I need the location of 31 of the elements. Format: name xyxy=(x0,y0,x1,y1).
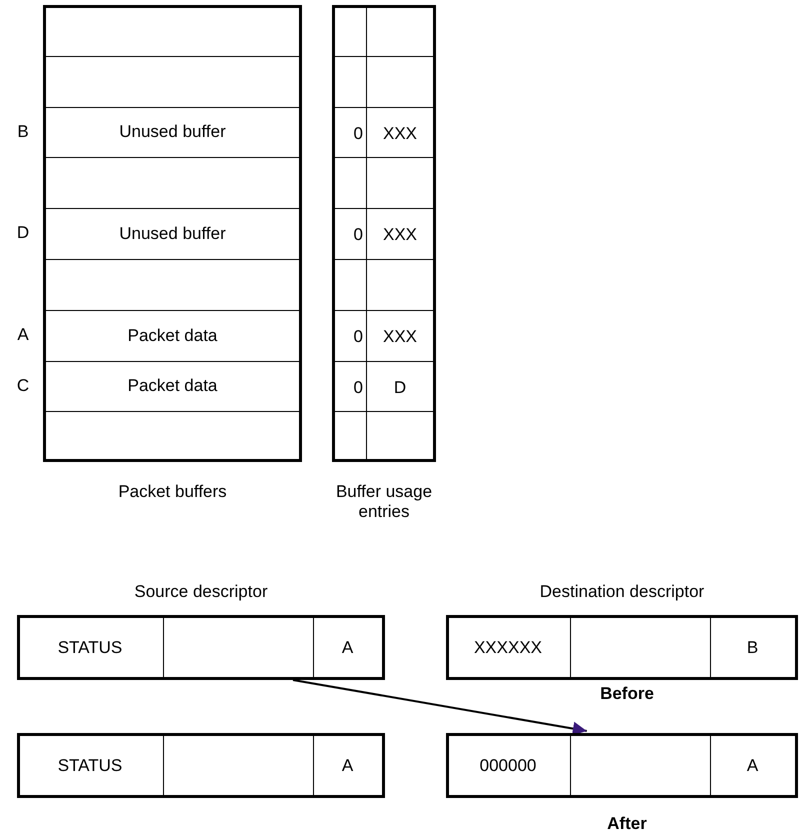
table-cell-text: 0 xyxy=(352,225,363,246)
descriptor-field: A xyxy=(710,756,795,776)
row-caption: After xyxy=(606,814,648,834)
table-cell-text: XXX xyxy=(382,225,418,246)
table-cell-text: 0 xyxy=(352,124,363,144)
table-caption: Buffer usage entries xyxy=(334,482,434,522)
row-text: Packet data xyxy=(128,326,218,346)
descriptor-field: A xyxy=(313,638,382,658)
arrow xyxy=(292,679,587,736)
row-text: Unused buffer xyxy=(119,224,226,244)
descriptor-heading: Destination descriptor xyxy=(538,582,706,602)
descriptor-field: STATUS xyxy=(17,756,163,776)
table-cell-text: 0 xyxy=(352,378,363,398)
table-cell-text: D xyxy=(392,378,408,398)
descriptor-field: B xyxy=(710,638,795,658)
table-caption: Packet buffers xyxy=(117,482,228,502)
row-text: Packet data xyxy=(128,376,218,396)
descriptor-field: XXXXXX xyxy=(446,638,570,658)
table-cell-text: XXX xyxy=(382,326,418,347)
descriptor-field: A xyxy=(313,756,382,776)
row-text: Unused buffer xyxy=(119,122,226,142)
row-letter: B xyxy=(16,122,30,142)
descriptor-field: 000000 xyxy=(446,756,570,776)
table-cell-text: XXX xyxy=(382,124,418,144)
row-letter: A xyxy=(16,324,30,345)
descriptor-heading: Source descriptor xyxy=(133,582,269,602)
row-letter: C xyxy=(16,376,30,396)
table-cell-text: 0 xyxy=(352,326,363,347)
row-caption: Before xyxy=(599,684,655,704)
descriptor-field: STATUS xyxy=(17,638,163,658)
row-letter: D xyxy=(16,223,30,244)
